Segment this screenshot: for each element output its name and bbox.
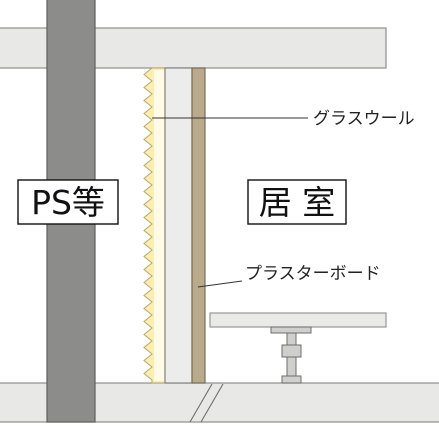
plaster-board-label: プラスターボード bbox=[245, 264, 381, 284]
ps-label-box bbox=[17, 179, 119, 225]
living-room-label: 居 室 bbox=[247, 179, 347, 225]
living-room-label-text: 居 室 bbox=[259, 183, 336, 222]
slab-break-mark bbox=[189, 383, 224, 423]
raised-floor-panel bbox=[209, 312, 387, 328]
pedestal-base bbox=[281, 375, 302, 384]
plaster-board bbox=[191, 67, 206, 384]
ps-label: PS等 bbox=[17, 179, 119, 225]
plaster-board-callout: プラスターボード bbox=[197, 264, 381, 288]
pedestal-top-plate bbox=[270, 326, 312, 334]
plaster-board-leader bbox=[197, 280, 243, 288]
glass-wool-label: グラスウール bbox=[313, 109, 415, 129]
wall-board bbox=[164, 67, 193, 384]
glass-wool-callout: グラスウール bbox=[152, 109, 415, 129]
floor-support-pedestal bbox=[270, 326, 312, 384]
living-room-label-box bbox=[247, 179, 347, 225]
ps-label-text: PS等 bbox=[31, 183, 105, 222]
glass-wool-core bbox=[154, 70, 164, 381]
pedestal-nut bbox=[281, 344, 302, 358]
